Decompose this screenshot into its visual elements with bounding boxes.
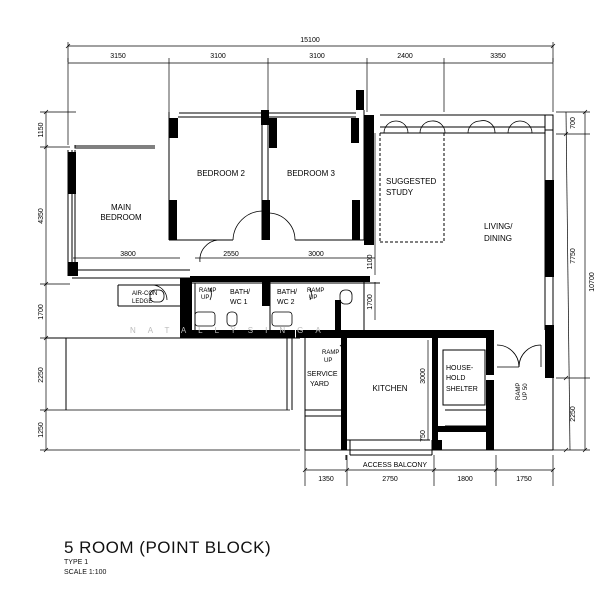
ramp2-label-1: RAMP (307, 288, 324, 294)
kitchen-label: KITCHEN (372, 384, 407, 393)
bottom-dim-4: 1750 (516, 476, 532, 483)
left-dim-2: 4350 (38, 208, 45, 224)
overall-depth-dim: 10700 (589, 272, 596, 292)
study-label-1: SUGGESTED (386, 177, 436, 186)
kitchen-strip-dim: 750 (420, 430, 427, 442)
watermark: NATALLYSINGA (130, 326, 333, 335)
top-dim-1: 3150 (110, 53, 126, 60)
ramp50-label-1: RAMP (516, 383, 522, 400)
study-label-2: STUDY (386, 188, 414, 197)
right-dim-2: 7750 (570, 248, 577, 264)
balcony-label: ACCESS BALCONY (363, 462, 428, 469)
bedroom2-label: BEDROOM 2 (197, 169, 246, 178)
top-dim-4: 2400 (397, 53, 413, 60)
service-yard-label-2: YARD (310, 381, 329, 388)
fixtures (149, 289, 353, 327)
service-ramp-label-2: UP (324, 358, 332, 364)
service-yard-label-1: SERVICE (307, 371, 338, 378)
bath2-label-2: WC 2 (277, 299, 295, 306)
aircon-label-2: LEDGE (132, 299, 152, 305)
bath1-label-1: BATH/ (230, 289, 250, 296)
left-dim-1: 1150 (38, 122, 45, 137)
left-dim-4: 2250 (38, 367, 45, 383)
ramp50-label-2: UP 50 (523, 383, 529, 400)
shelter-label-1: HOUSE- (446, 365, 474, 372)
top-dim-2: 3100 (210, 53, 226, 60)
kitchen-depth-dim: 3000 (420, 368, 427, 384)
shelter-label-2: HOLD (446, 375, 465, 382)
main-bedroom-width-dim: 3800 (120, 251, 136, 258)
bath-depth-dim: 1700 (367, 294, 374, 310)
bottom-dim-3: 1800 (457, 476, 473, 483)
bath2-label-1: BATH/ (277, 289, 297, 296)
bath1-label-2: WC 1 (230, 299, 248, 306)
corridor-depth-dim: 1100 (367, 254, 374, 269)
main-bedroom-label-1: MAIN (111, 203, 131, 212)
bottom-dim-1: 1350 (318, 476, 334, 483)
ramp1-label-2: UP (201, 295, 209, 301)
doors (151, 120, 542, 371)
dimension-lines (40, 42, 590, 486)
service-ramp-label-1: RAMP (322, 350, 339, 356)
aircon-label-1: AIR-CON (132, 291, 157, 297)
corridor-dim: 2550 (223, 251, 239, 258)
right-dim-3: 2250 (570, 406, 577, 422)
bedroom3-width-dim: 3000 (308, 251, 324, 258)
shelter-label-3: SHELTER (446, 386, 478, 393)
living-label-2: DINING (484, 234, 512, 243)
thick-walls (68, 90, 554, 450)
plan-type: TYPE 1 (64, 559, 89, 566)
ramp2-label-2: UP (309, 295, 317, 301)
top-dim-3: 3100 (309, 53, 325, 60)
room-labels: MAIN BEDROOM BEDROOM 2 BEDROOM 3 SUGGEST… (100, 169, 529, 469)
overall-width-dim: 15100 (300, 37, 320, 44)
title-block: 5 ROOM (POINT BLOCK) TYPE 1 SCALE 1:100 (64, 538, 271, 578)
plan-scale: SCALE 1:100 (64, 569, 107, 576)
top-dim-5: 3350 (490, 53, 506, 60)
right-dim-1: 700 (570, 117, 577, 129)
living-label-1: LIVING/ (484, 222, 513, 231)
plan-title: 5 ROOM (POINT BLOCK) (64, 538, 272, 557)
left-dim-5: 1250 (38, 422, 45, 438)
ramp1-label-1: RAMP (199, 288, 216, 294)
main-bedroom-label-2: BEDROOM (100, 213, 142, 222)
left-dim-3: 1700 (38, 304, 45, 320)
bedroom3-label: BEDROOM 3 (287, 169, 336, 178)
thin-walls (46, 110, 554, 460)
bottom-dim-2: 2750 (382, 476, 398, 483)
